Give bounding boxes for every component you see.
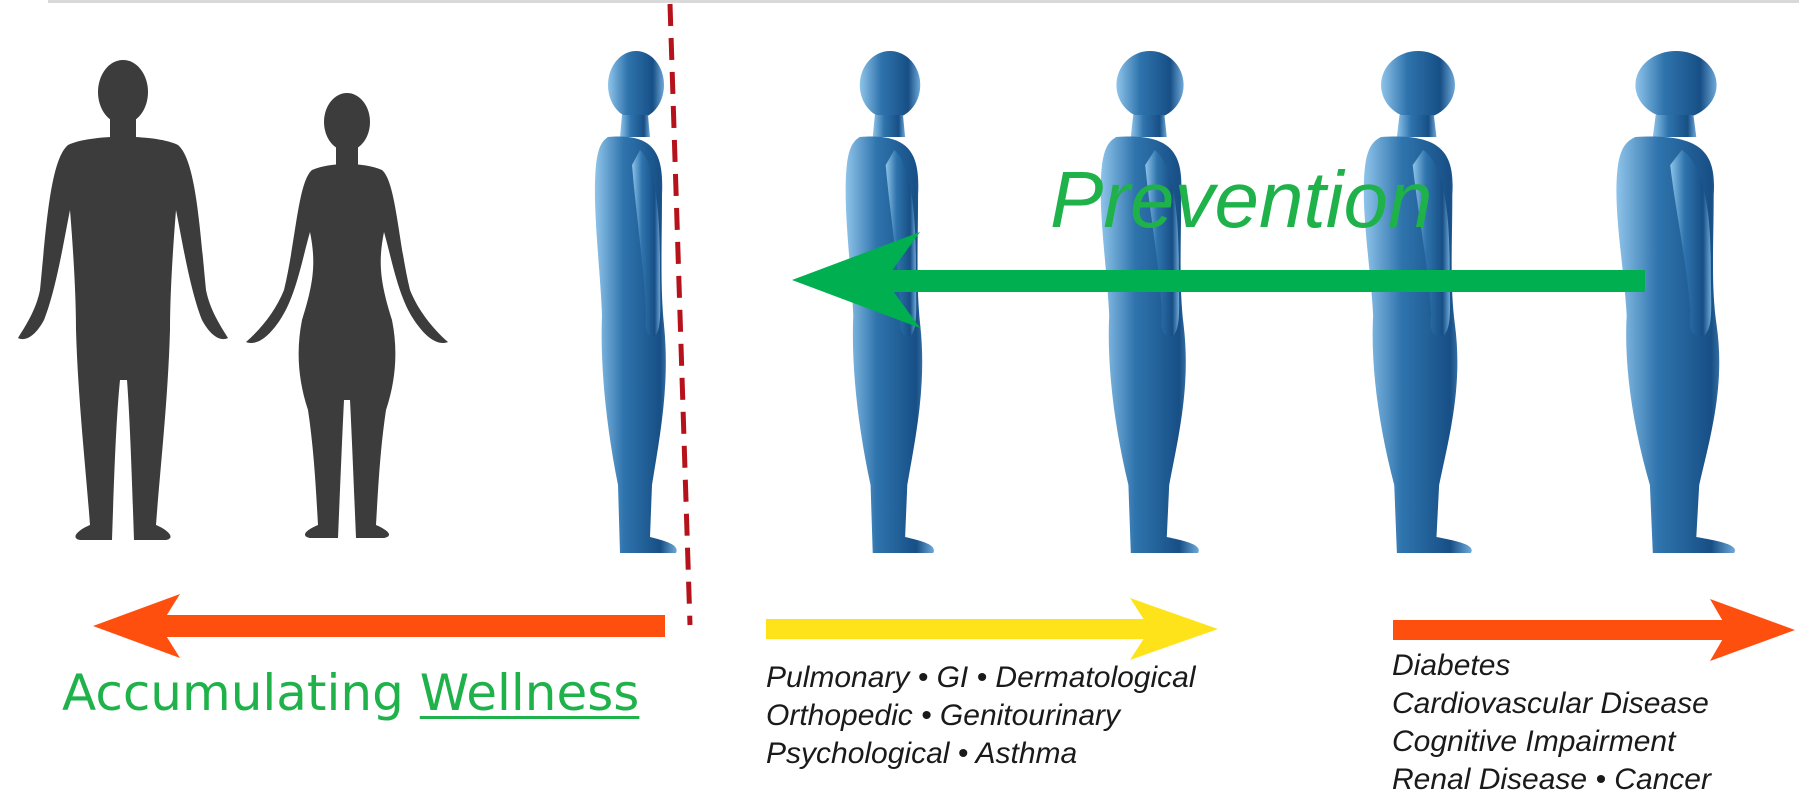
male-silhouette-icon bbox=[18, 60, 228, 540]
right-conditions-list: Diabetes Cardiovascular Disease Cognitiv… bbox=[1392, 647, 1711, 799]
list-item: Psychological • Asthma bbox=[766, 735, 1196, 773]
list-item: Orthopedic • Genitourinary bbox=[766, 697, 1196, 735]
wellness-underlined: Wellness bbox=[420, 664, 640, 722]
female-silhouette-icon bbox=[246, 93, 448, 538]
body-profile-icon bbox=[1364, 51, 1472, 553]
threshold-dashed-line bbox=[670, 4, 690, 625]
list-item: Renal Disease • Cancer bbox=[1392, 761, 1711, 799]
list-item: Cognitive Impairment bbox=[1392, 723, 1711, 761]
wellness-arrow bbox=[93, 594, 665, 658]
prevention-arrow bbox=[792, 232, 1645, 328]
mid-risk-arrow bbox=[766, 598, 1218, 660]
wellness-prefix: Accumulating bbox=[62, 664, 420, 722]
list-item: Pulmonary • GI • Dermatological bbox=[766, 659, 1196, 697]
body-profile-icon bbox=[1101, 51, 1199, 553]
body-profile-icon bbox=[595, 51, 677, 553]
prevention-title: Prevention bbox=[1050, 160, 1432, 240]
body-profile-icon bbox=[1616, 51, 1735, 553]
accumulating-wellness-label: Accumulating Wellness bbox=[62, 668, 639, 718]
list-item: Diabetes bbox=[1392, 647, 1711, 685]
list-item: Cardiovascular Disease bbox=[1392, 685, 1711, 723]
middle-conditions-list: Pulmonary • GI • Dermatological Orthoped… bbox=[766, 659, 1196, 773]
